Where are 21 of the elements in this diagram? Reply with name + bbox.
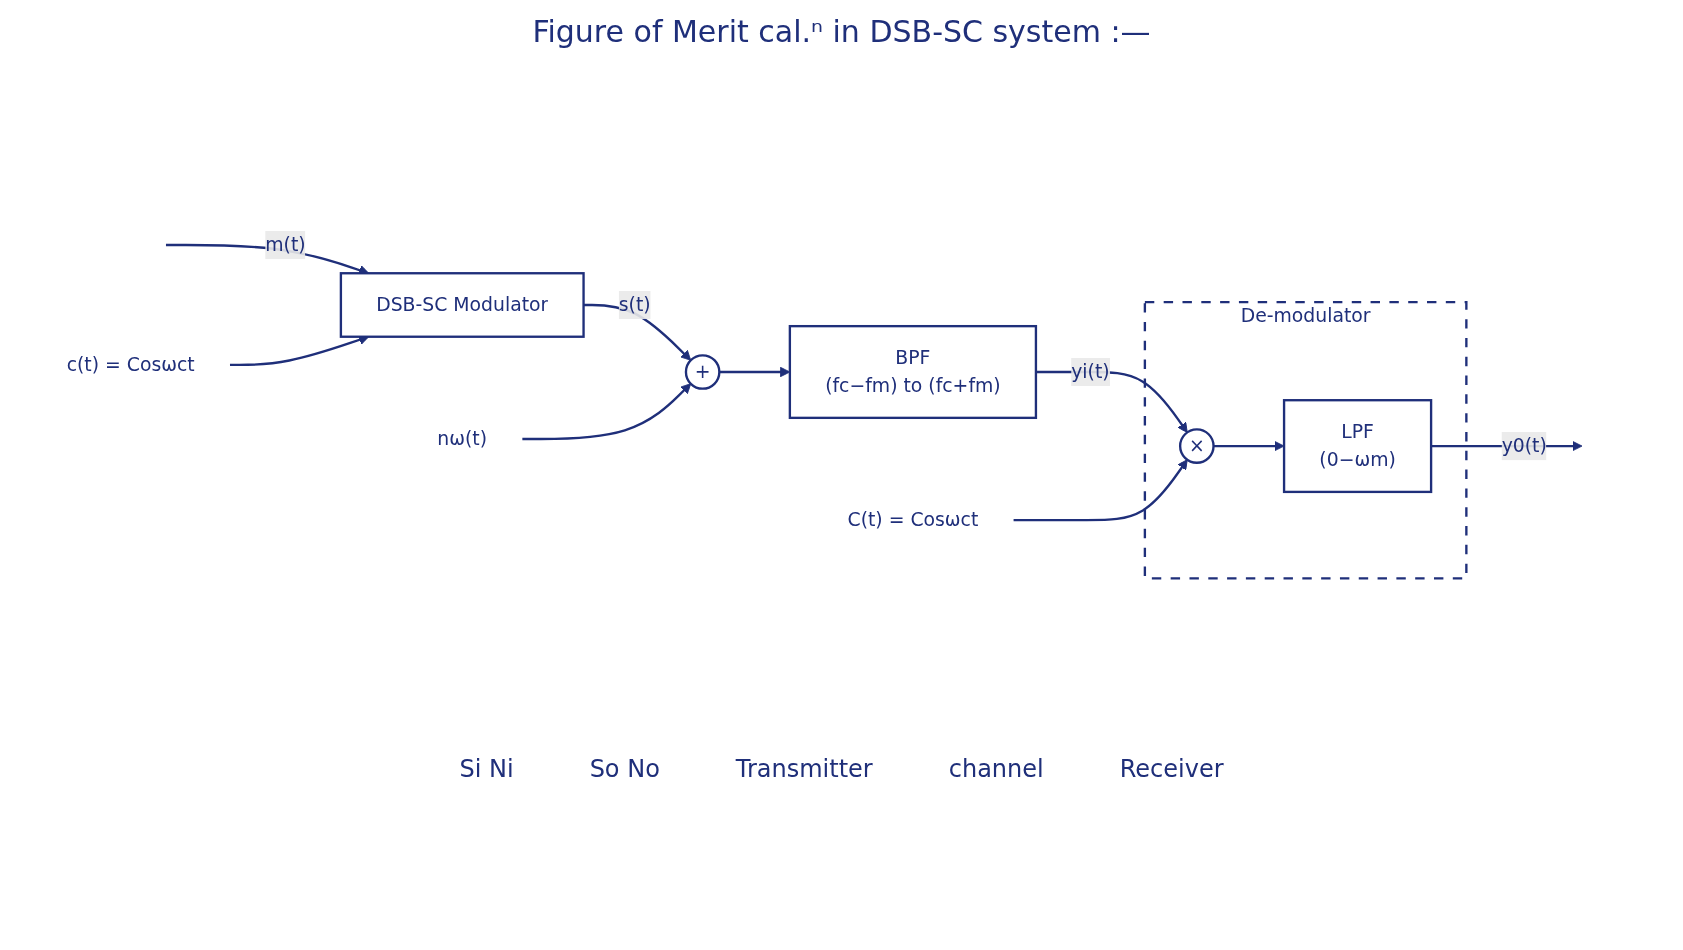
signal-label: Transmitter	[734, 754, 874, 785]
node-text: C(t) = Cosωct	[846, 508, 978, 531]
signal-label: Receiver	[1118, 754, 1225, 785]
signal-label: So No	[588, 754, 661, 785]
arrow	[521, 383, 691, 441]
arrow	[1013, 459, 1188, 522]
signal-label: Si Ni	[458, 754, 515, 785]
node-box: BPF (fc−fm) to (fc+fm)	[788, 325, 1037, 420]
edge-label: s(t)	[618, 293, 651, 316]
edge-label: yi(t)	[1070, 360, 1110, 383]
node-box: LPF (0−ωm)	[1282, 399, 1432, 494]
node-box: DSB-SC Modulator	[339, 272, 585, 339]
node-circle: +	[684, 354, 720, 390]
edge-label: y0(t)	[1501, 434, 1547, 457]
arrow	[718, 366, 790, 378]
node-circle: ×	[1178, 428, 1215, 465]
node-text: c(t) = Cosωct	[66, 353, 195, 376]
edge-label: m(t)	[264, 233, 306, 256]
node-text: nω(t)	[436, 427, 487, 450]
diagram-title: Figure of Merit cal.ⁿ in DSB-SC system :—	[531, 14, 1152, 49]
signal-label: channel	[947, 754, 1045, 785]
